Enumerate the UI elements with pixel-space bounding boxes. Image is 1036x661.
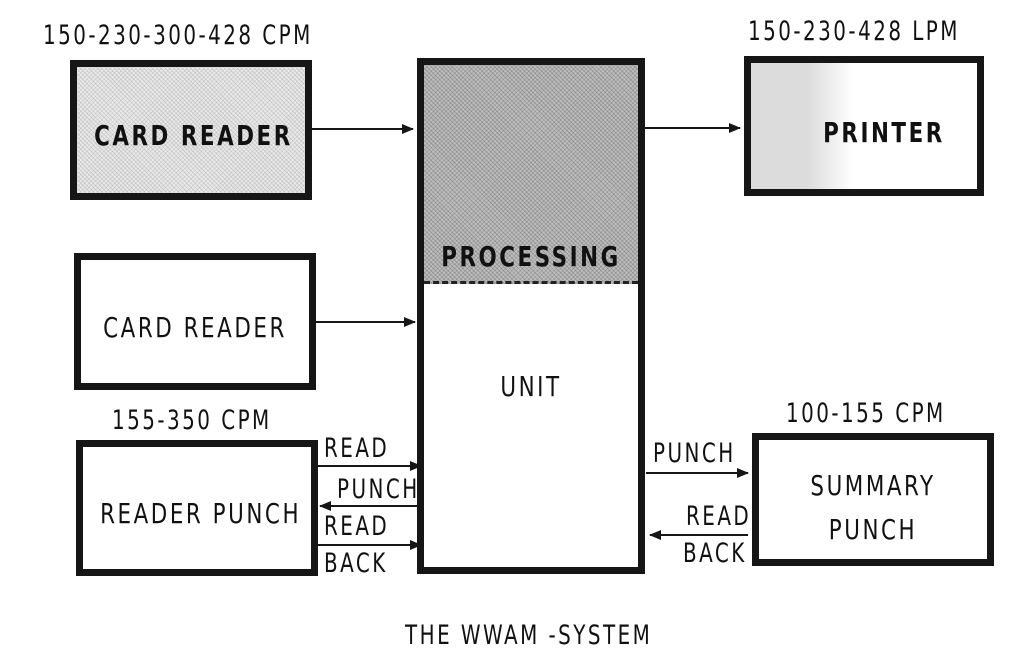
summary-punch-read-back-label-2: BACK bbox=[683, 538, 747, 569]
unit-label: UNIT bbox=[500, 370, 562, 403]
summary-punch-speed-label: 100-155 CPM bbox=[786, 398, 946, 429]
reader-punch-punch-label: PUNCH bbox=[337, 474, 420, 505]
summary-punch-box: SUMMARY PUNCH bbox=[752, 433, 994, 566]
processing-label: PROCESSING bbox=[441, 240, 621, 273]
printer-label: PRINTER bbox=[823, 116, 945, 149]
reader-punch-label: READER PUNCH bbox=[100, 497, 302, 530]
summary-punch-label-line2: PUNCH bbox=[828, 513, 918, 546]
card-reader-box-secondary: CARD READER bbox=[74, 253, 316, 390]
reader-punch-speed-label: 155-350 CPM bbox=[112, 405, 272, 436]
summary-punch-punch-label: PUNCH bbox=[653, 438, 736, 469]
card-reader-speed-label: 150-230-300-428 CPM bbox=[43, 20, 313, 51]
reader-punch-read-label: READ bbox=[324, 433, 390, 464]
reader-punch-read-back-label-2: BACK bbox=[324, 548, 388, 579]
reader-punch-box: READER PUNCH bbox=[76, 440, 318, 576]
card-reader-secondary-label: CARD READER bbox=[103, 311, 287, 344]
processing-shaded-section bbox=[424, 65, 638, 284]
printer-box: PRINTER bbox=[744, 56, 984, 196]
processing-unit-box: PROCESSING UNIT bbox=[417, 58, 645, 574]
card-reader-primary-label: CARD READER bbox=[94, 119, 293, 152]
card-reader-box-primary: CARD READER bbox=[70, 60, 312, 200]
printer-speed-label: 150-230-428 LPM bbox=[748, 16, 960, 47]
summary-punch-read-back-label-1: READ bbox=[686, 501, 752, 532]
summary-punch-label-line1: SUMMARY bbox=[810, 469, 936, 502]
reader-punch-read-back-label-1: READ bbox=[324, 511, 390, 542]
diagram-caption: THE WWAM -SYSTEM bbox=[405, 620, 653, 651]
